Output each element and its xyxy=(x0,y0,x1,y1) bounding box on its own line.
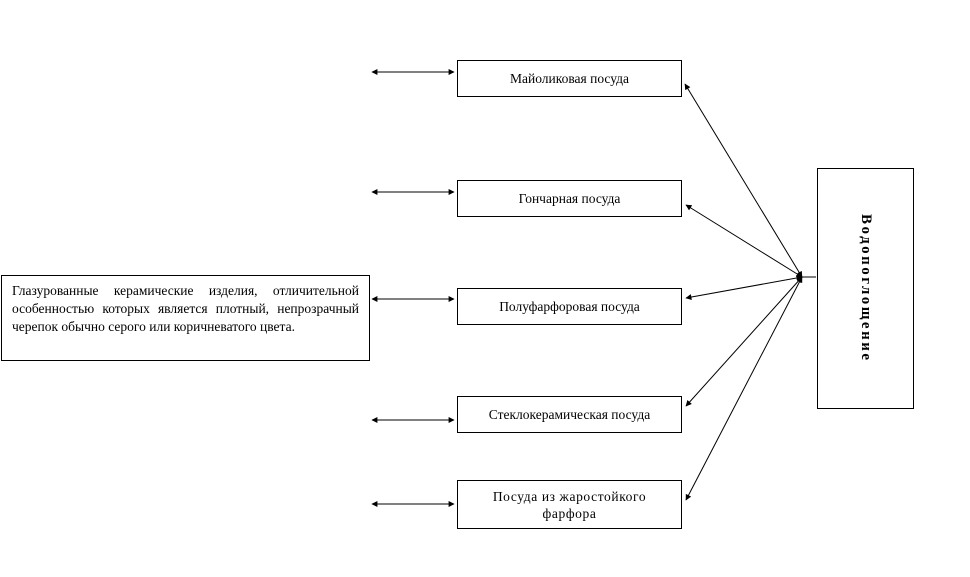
category-label: Стеклокерамическая посуда xyxy=(488,407,651,422)
arrow-hub-fireproof xyxy=(685,276,803,501)
category-label: Посуда из жаростойкого фарфора xyxy=(492,488,647,521)
category-label: Майоликовая посуда xyxy=(509,71,630,86)
arrow-hub-semi xyxy=(685,275,803,300)
arrow-hub-pottery xyxy=(685,204,803,278)
category-box-semi-porcelain: Полуфарфоровая посуда xyxy=(457,288,682,325)
category-box-glass-ceramic: Стеклокерамическая посуда xyxy=(457,396,682,433)
category-label: Гончарная посуда xyxy=(518,191,621,206)
description-text: Глазурованные керамические изделия, отли… xyxy=(12,283,359,334)
property-label: Водопоглощение xyxy=(858,214,874,363)
category-box-heat-resistant-porcelain: Посуда из жаростойкого фарфора xyxy=(457,480,682,529)
arrow-hub-majolica xyxy=(684,83,803,278)
category-label: Полуфарфоровая посуда xyxy=(499,299,640,314)
arrow-hub-glass xyxy=(685,276,803,407)
category-box-majolica: Майоликовая посуда xyxy=(457,60,682,97)
category-box-pottery: Гончарная посуда xyxy=(457,180,682,217)
description-box: Глазурованные керамические изделия, отли… xyxy=(1,275,370,361)
property-box-water-absorption: Водопоглощение xyxy=(817,168,914,409)
